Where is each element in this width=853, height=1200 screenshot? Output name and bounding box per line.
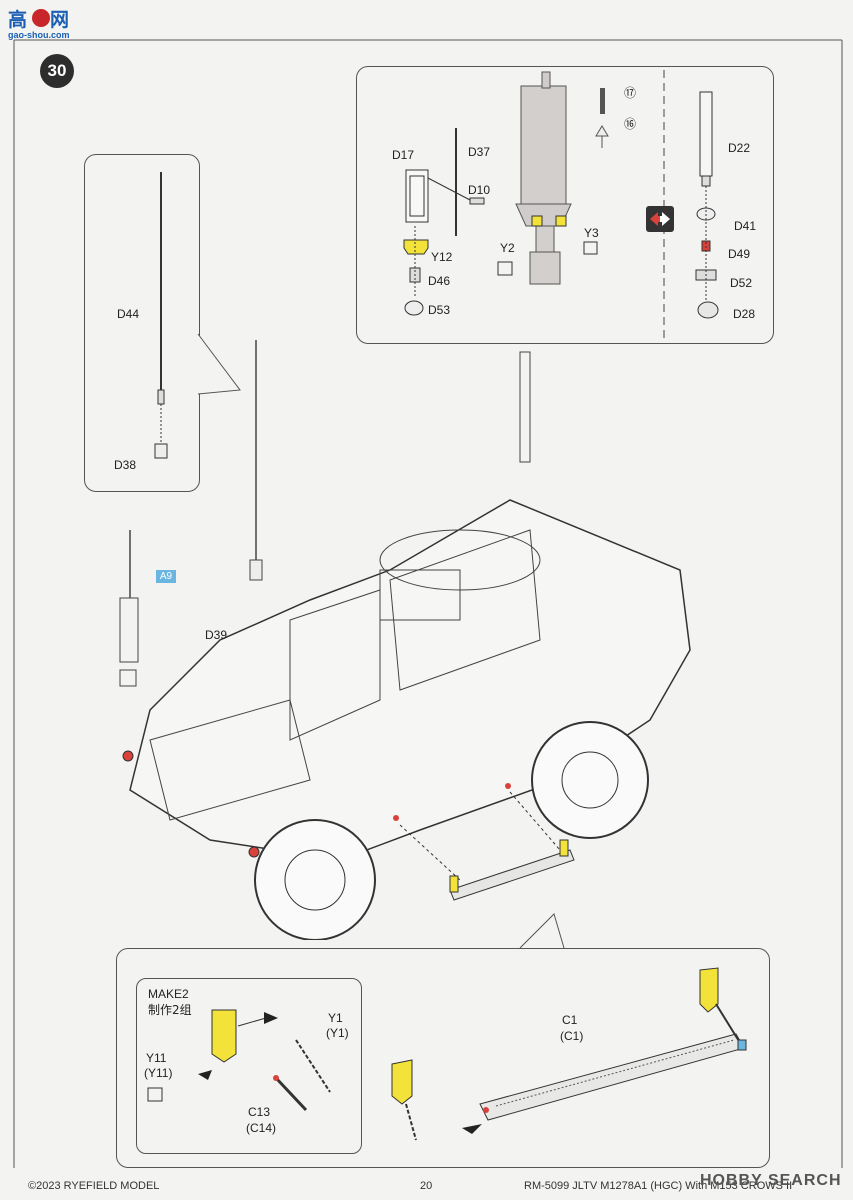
label-d41: D41 <box>734 219 757 233</box>
label-d10: D10 <box>468 183 491 197</box>
footer-model: RM-5099 JLTV M1278A1 (HGC) With M153 CRO… <box>524 1180 793 1192</box>
label-d37: D37 <box>468 145 491 159</box>
detail-bottom-drawing <box>147 913 747 1141</box>
detail-box-bottom <box>116 948 770 1168</box>
label-d46: D46 <box>428 274 451 288</box>
label-d49: D49 <box>728 247 751 261</box>
label-a9: A9 <box>156 570 176 583</box>
label-d22: D22 <box>728 141 751 155</box>
detail-box-left <box>84 154 200 492</box>
label-c1-paren: (C1) <box>560 1029 584 1043</box>
detail-left-drawing <box>154 172 241 459</box>
detail-top-drawing <box>403 70 719 340</box>
label-y1-paren: (Y1) <box>326 1026 349 1040</box>
logo-dot <box>32 9 50 27</box>
label-make2-cn: 制作2组 <box>148 1003 192 1017</box>
label-make2: MAKE2 <box>148 987 189 1001</box>
label-c1: C1 <box>562 1013 578 1027</box>
label-decal-16: ⑯ <box>624 117 637 131</box>
label-y2: Y2 <box>500 241 515 255</box>
label-y3: Y3 <box>584 226 599 240</box>
label-y12: Y12 <box>431 250 453 264</box>
detail-box-top <box>356 66 774 344</box>
logo-char-1: 高 <box>8 8 27 31</box>
label-d38: D38 <box>114 458 137 472</box>
label-y11-paren: (Y11) <box>144 1066 173 1080</box>
label-d52: D52 <box>730 276 753 290</box>
label-y11: Y11 <box>146 1051 167 1065</box>
logo-icon: 高 网 <box>8 8 69 31</box>
logo-char-3: 网 <box>50 9 69 31</box>
label-y1: Y1 <box>328 1011 343 1025</box>
label-decal-17: ⑰ <box>624 86 637 100</box>
label-d44: D44 <box>117 307 140 321</box>
footer-copyright: ©2023 RYEFIELD MODEL <box>28 1180 160 1192</box>
detail-box-make2 <box>136 978 362 1154</box>
vehicle-drawing <box>119 340 691 940</box>
label-d17: D17 <box>392 148 415 162</box>
logo-url: gao-shou.com <box>8 30 70 40</box>
label-d39: D39 <box>205 628 228 642</box>
footer-page-number: 20 <box>420 1180 433 1192</box>
label-c13: C13 <box>248 1105 271 1119</box>
label-c14: (C14) <box>246 1121 277 1135</box>
label-d28: D28 <box>733 307 756 321</box>
label-d53: D53 <box>428 303 451 317</box>
site-logo: 高 网 gao-shou.com <box>6 6 76 45</box>
watermark: HOBBY SEARCH <box>700 1172 842 1189</box>
step-number: 30 <box>40 54 74 88</box>
